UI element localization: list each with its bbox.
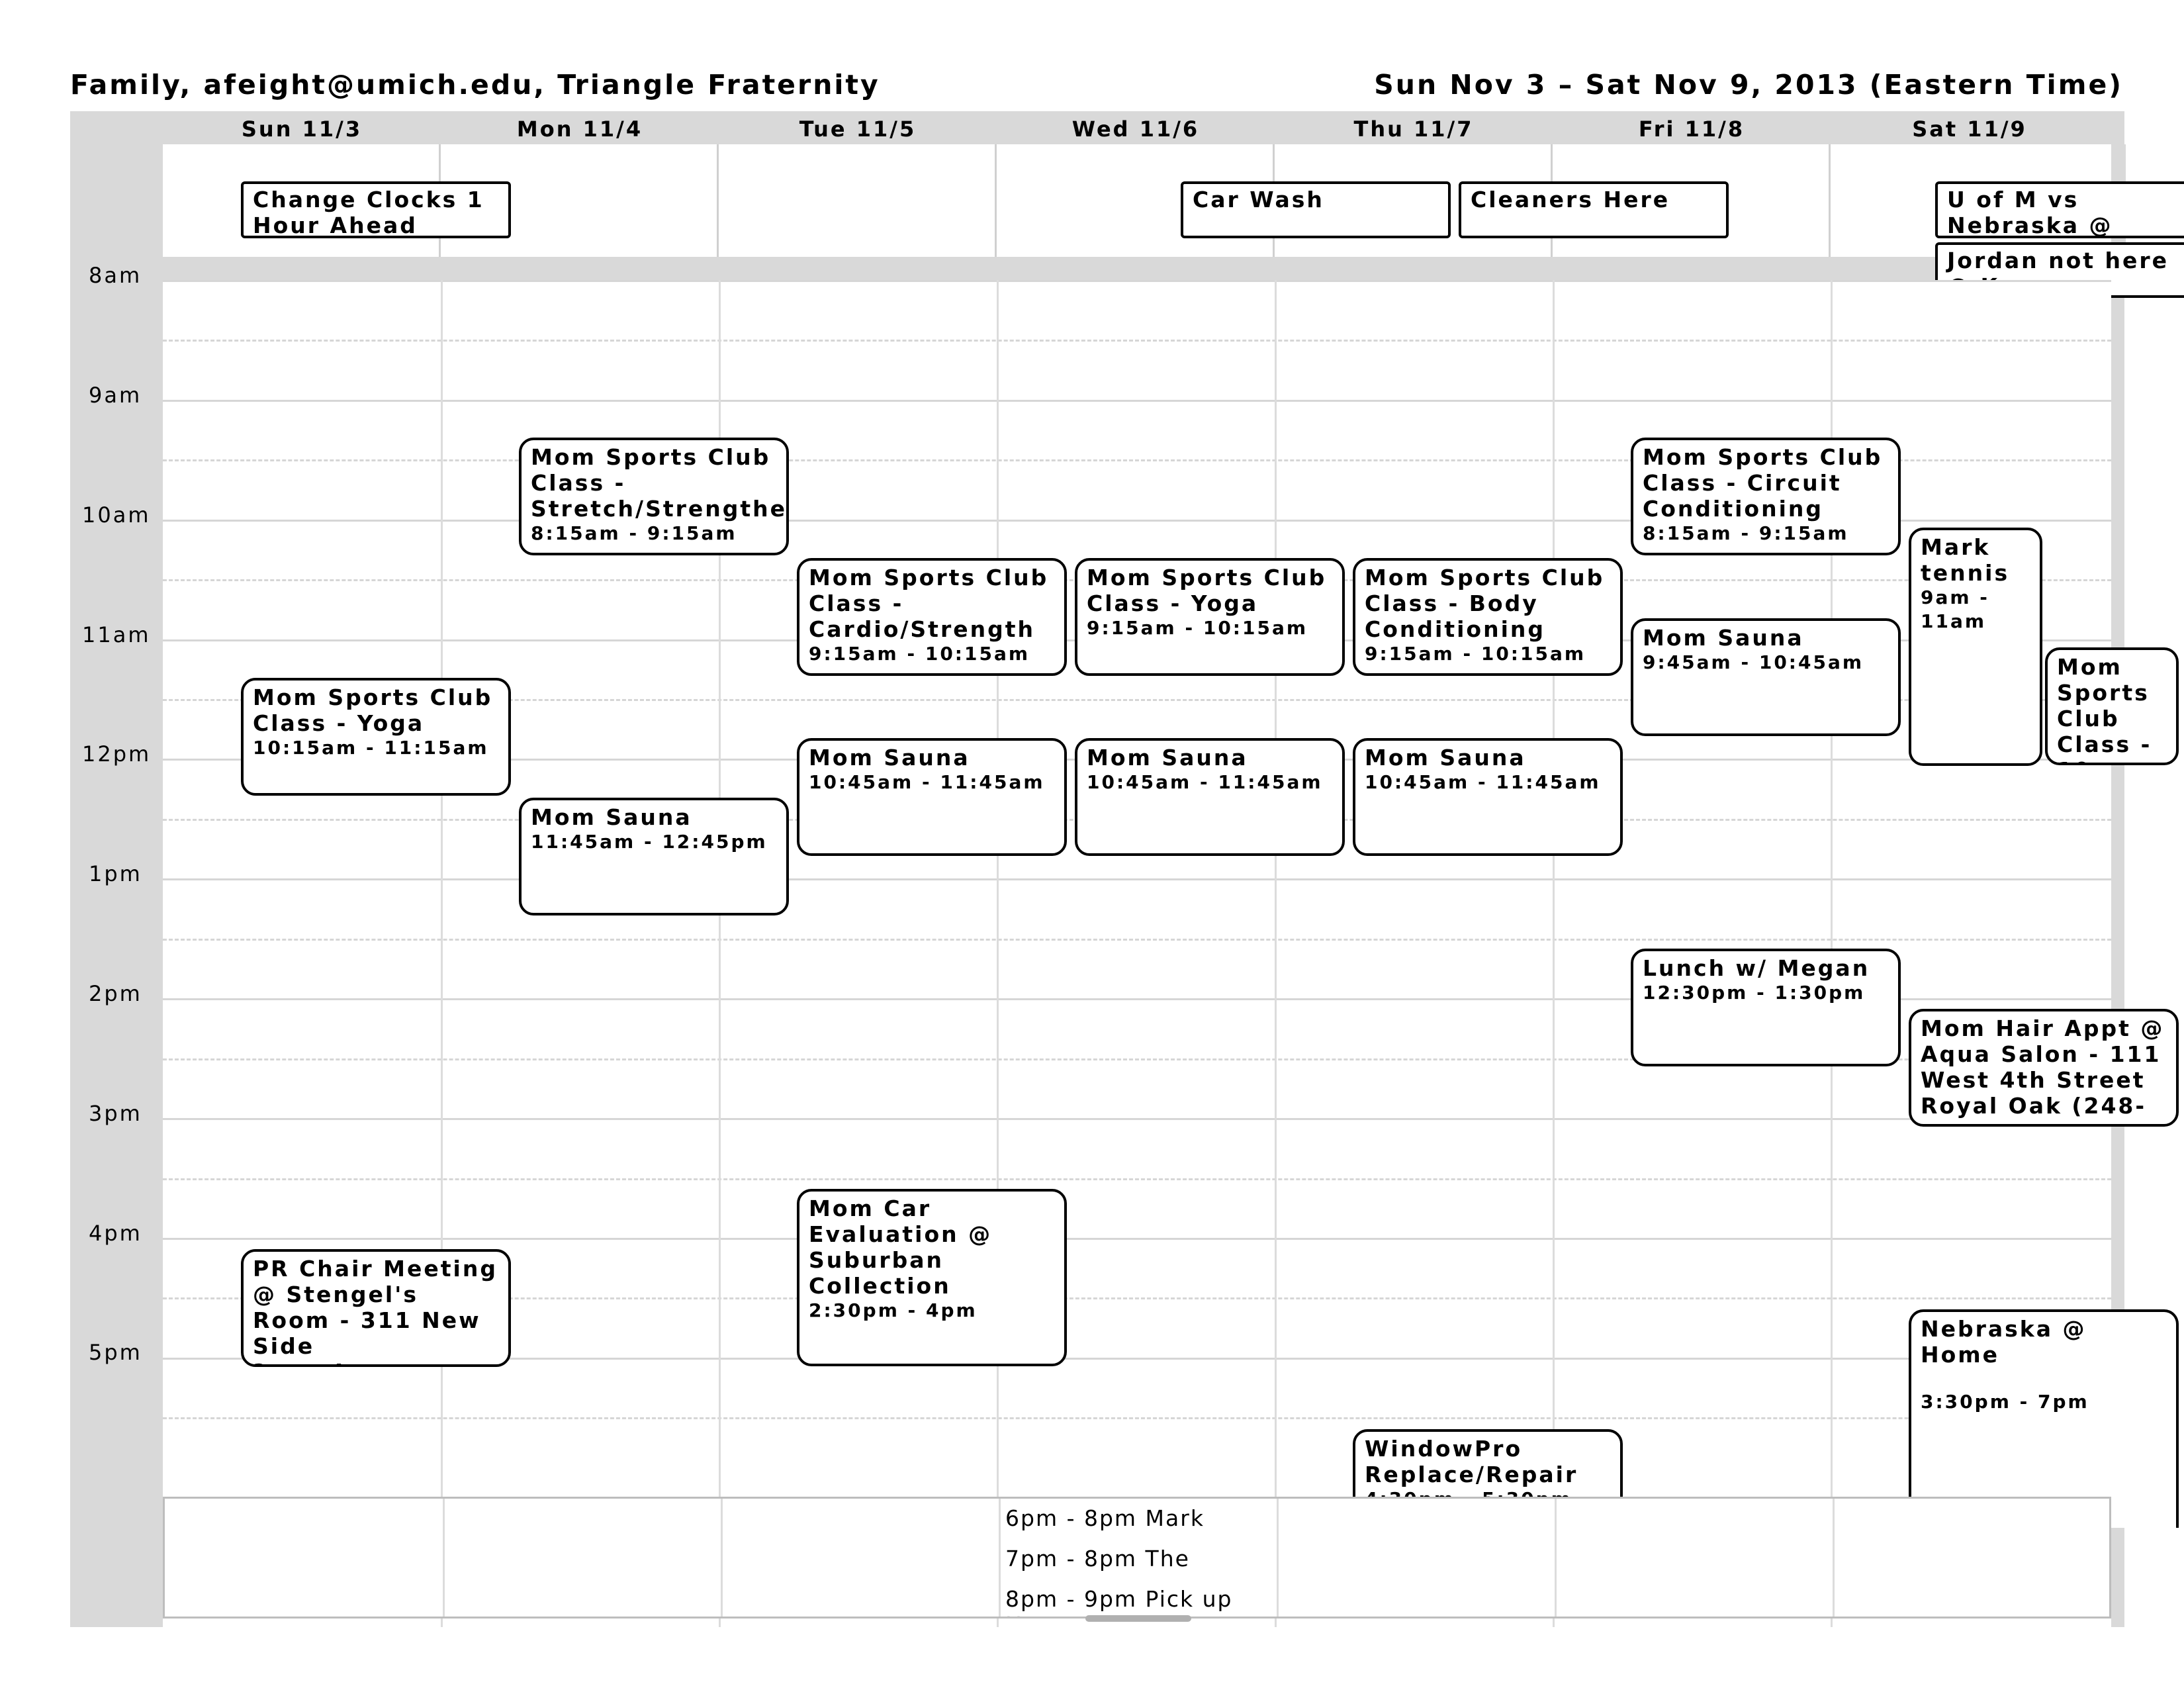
day-header-sun[interactable]: Sun 11/3	[241, 117, 363, 142]
event[interactable]: Mom Sports Club Class - 10	[2045, 647, 2179, 765]
event-time: 3pm - 4pm	[253, 1359, 500, 1364]
event[interactable]: Mom Sports Club Class - Yoga 9:15am - 10…	[1075, 558, 1345, 676]
date-range: Sun Nov 3 – Sat Nov 9, 2013 (Eastern Tim…	[1374, 69, 2123, 101]
event-time: 9:15am - 10:15am	[1365, 643, 1586, 665]
hour-label: 1pm	[89, 861, 142, 886]
scrollbar-thumb[interactable]	[1085, 1615, 1191, 1622]
hour-label: 11am	[82, 622, 151, 647]
event-time: 9:45am - 10:45am	[1643, 651, 1864, 673]
evening-event[interactable]: 7pm - 8pm The Garage Wine	[1005, 1546, 1190, 1575]
event-time: 8:15am - 9:15am	[531, 522, 737, 544]
time-grid[interactable]: Mom Sports Club Class - Yoga 10:15am - 1…	[163, 280, 2179, 1627]
all-day-cell[interactable]	[719, 144, 997, 257]
event-time: 12:30pm - 1:30pm	[1643, 982, 1866, 1004]
event[interactable]: Mom Sauna 10:45am - 11:45am	[1075, 738, 1345, 856]
event[interactable]: Mom Sauna 9:45am - 10:45am	[1631, 618, 1901, 736]
evening-overflow-area[interactable]: 6pm - 8pm Mark tennis 7pm - 8pm The Gara…	[163, 1497, 2111, 1618]
hour-label: 9am	[89, 383, 142, 408]
event[interactable]: Mom Sports Club Class - Yoga 10:15am - 1…	[241, 678, 511, 796]
hour-label: 4pm	[89, 1221, 142, 1246]
event[interactable]: Mom Sports Club Class - Stretch/Strength…	[519, 438, 789, 555]
hour-label: 3pm	[89, 1101, 142, 1126]
event-title: Mom Sports Club Class - Yoga	[1087, 565, 1327, 616]
event[interactable]: Nebraska @ Home 3:30pm - 7pm	[1909, 1309, 2179, 1528]
event-time: 11:45am - 12:45pm	[531, 831, 768, 853]
event-time: 9am - 11am	[1921, 586, 1989, 632]
event-title: Mark tennis	[1921, 534, 2010, 586]
event-title: Mom Sports Club Class - Yoga	[253, 684, 493, 736]
all-day-event[interactable]: Change Clocks 1 Hour Ahead Today	[241, 181, 511, 238]
event-title: Mom Sports Club Class - Stretch/Strength…	[531, 444, 789, 522]
all-day-event[interactable]: Cleaners Here	[1459, 181, 1729, 238]
event-title: Mom Hair Appt @ Aqua Salon - 111 West 4t…	[1921, 1015, 2165, 1119]
evening-event[interactable]: 6pm - 8pm Mark tennis	[1005, 1505, 1205, 1532]
event-title: Lunch w/ Megan	[1643, 955, 1870, 981]
event-title: Mom Sauna	[1365, 745, 1526, 771]
week-view: Sun 11/3 Mon 11/4 Tue 11/5 Wed 11/6 Thu …	[70, 111, 2184, 1627]
hour-label: 8am	[89, 263, 142, 288]
all-day-event[interactable]: U of M vs Nebraska @ Home	[1935, 181, 2184, 238]
event-time: 3:30pm - 7pm	[1921, 1391, 2089, 1413]
day-header-wed[interactable]: Wed 11/6	[1071, 117, 1200, 142]
event-title: Mom Sports Club Class - Body Conditionin…	[1365, 565, 1605, 642]
event[interactable]: Mom Sports Club Class - Circuit Conditio…	[1631, 438, 1901, 555]
event[interactable]: Mom Sports Club Class - Cardio/Strength …	[797, 558, 1067, 676]
event-title: Mom Sauna	[809, 745, 970, 771]
event[interactable]: Lunch w/ Megan 12:30pm - 1:30pm	[1631, 949, 1901, 1066]
all-day-row: Change Clocks 1 Hour Ahead Today Car Was…	[163, 144, 2184, 298]
day-header-mon[interactable]: Mon 11/4	[516, 117, 643, 142]
event[interactable]: Mom Sauna 11:45am - 12:45pm	[519, 798, 789, 915]
event[interactable]: PR Chair Meeting @ Stengel's Room - 311 …	[241, 1249, 511, 1367]
event-time: 9:15am - 10:15am	[1087, 617, 1308, 639]
event-title: Change Clocks 1 Hour Ahead Today	[253, 187, 484, 238]
evening-event[interactable]: 8pm - 9pm Pick up House for	[1005, 1586, 1233, 1617]
event-title: Mom Sports Club Class - Cardio/Strength	[809, 565, 1049, 642]
event-title: Mom Sauna	[1087, 745, 1248, 771]
day-header-sat[interactable]: Sat 11/9	[1912, 117, 2027, 142]
event-time: 10:45am - 11:45am	[1087, 771, 1323, 793]
event-time: 8:15am - 9:15am	[1643, 522, 1849, 544]
event-title: PR Chair Meeting @ Stengel's Room - 311 …	[253, 1256, 498, 1359]
time-gutter: 8am 9am 10am 11am 12pm 1pm 2pm 3pm 4pm 5…	[70, 263, 163, 1627]
all-day-cell[interactable]	[1553, 144, 1831, 257]
event-title: Mom Sports Club Class - Circuit Conditio…	[1643, 444, 1883, 522]
hour-label: 2pm	[89, 981, 142, 1006]
event-title: Car Wash	[1193, 187, 1324, 212]
all-day-event[interactable]: Car Wash	[1181, 181, 1451, 238]
event[interactable]: Mom Hair Appt @ Aqua Salon - 111 West 4t…	[1909, 1009, 2179, 1127]
event[interactable]: Mom Sauna 10:45am - 11:45am	[797, 738, 1067, 856]
hour-label: 12pm	[82, 741, 152, 767]
event[interactable]: Mom Car Evaluation @ Suburban Collection…	[797, 1189, 1067, 1366]
day-header-tue[interactable]: Tue 11/5	[799, 117, 917, 142]
event-title: Nebraska @ Home	[1921, 1316, 2087, 1368]
event-title: Mom Sauna	[1643, 625, 1804, 651]
all-day-cell[interactable]	[441, 144, 719, 257]
event-time: 10:45am - 11:45am	[809, 771, 1045, 793]
hour-label: 10am	[82, 502, 151, 528]
hour-label: 5pm	[89, 1340, 142, 1365]
event-title: Mom Car Evaluation @ Suburban Collection	[809, 1196, 993, 1299]
event-time: 10:45am - 11:45am	[1365, 771, 1601, 793]
event-title: Mom Sauna	[531, 804, 692, 830]
event-title: U of M vs Nebraska @ Home	[1947, 187, 2113, 238]
calendar-title: Family, afeight@umich.edu, Triangle Frat…	[70, 69, 880, 101]
event[interactable]: Mark tennis 9am - 11am	[1909, 528, 2042, 766]
day-headers: Sun 11/3 Mon 11/4 Tue 11/5 Wed 11/6 Thu …	[163, 111, 2124, 144]
event-title: Mom Sports Club Class - 10	[2057, 654, 2152, 763]
event-title: Cleaners Here	[1471, 187, 1670, 212]
day-header-fri[interactable]: Fri 11/8	[1638, 117, 1745, 142]
event-time: 9:15am - 10:15am	[809, 643, 1030, 665]
event-title: WindowPro Replace/Repair	[1365, 1436, 1578, 1487]
event[interactable]: Mom Sports Club Class - Body Conditionin…	[1353, 558, 1623, 676]
event-time: 10:15am - 11:15am	[253, 737, 489, 759]
event[interactable]: Mom Sauna 10:45am - 11:45am	[1353, 738, 1623, 856]
day-header-thu[interactable]: Thu 11/7	[1353, 117, 1474, 142]
event-time: 2:30pm - 4pm	[809, 1299, 978, 1321]
